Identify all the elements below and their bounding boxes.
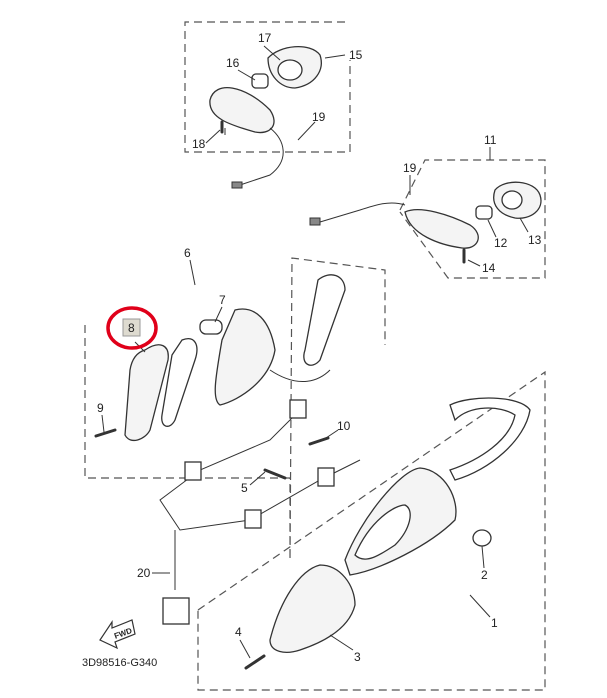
label-18: 18 bbox=[192, 137, 206, 151]
turn-signal-assembly-11 bbox=[309, 181, 542, 249]
label-19-top: 19 bbox=[312, 110, 326, 124]
connector bbox=[244, 509, 262, 529]
gasket-1 bbox=[354, 504, 411, 560]
label-3: 3 bbox=[354, 650, 361, 664]
lens-part-3 bbox=[269, 564, 356, 653]
label-11: 11 bbox=[484, 133, 497, 147]
lens-frame bbox=[449, 397, 531, 481]
highlight-circle bbox=[106, 306, 158, 350]
label-16: 16 bbox=[226, 56, 240, 70]
housing bbox=[214, 308, 276, 406]
group-box-6 bbox=[84, 257, 386, 561]
connector bbox=[289, 399, 307, 419]
leader-lines bbox=[101, 45, 529, 659]
label-9: 9 bbox=[97, 401, 104, 415]
label-19-right: 19 bbox=[403, 161, 417, 175]
screws bbox=[94, 120, 466, 670]
label-12: 12 bbox=[494, 236, 508, 250]
label-1: 1 bbox=[491, 616, 498, 630]
screw-9 bbox=[94, 428, 117, 438]
lens-part-8 bbox=[124, 344, 169, 442]
screw-5 bbox=[263, 468, 287, 480]
label-7: 7 bbox=[219, 293, 226, 307]
screw-10 bbox=[308, 436, 330, 446]
label-14: 14 bbox=[482, 261, 496, 275]
wiring-harness-20 bbox=[159, 369, 361, 590]
bulb-7 bbox=[199, 319, 223, 335]
label-13: 13 bbox=[528, 233, 542, 247]
label-20: 20 bbox=[137, 566, 151, 580]
group-box-1 bbox=[197, 370, 546, 691]
label-15: 15 bbox=[349, 48, 363, 62]
label-8: 8 bbox=[128, 321, 135, 335]
connector bbox=[317, 467, 335, 487]
label-17: 17 bbox=[258, 31, 272, 45]
diagram-code: 3D98516-G340 bbox=[82, 657, 157, 669]
gasket bbox=[161, 338, 198, 427]
part-8-label-box bbox=[122, 318, 141, 337]
group-box-11 bbox=[399, 159, 546, 279]
gasket-outer bbox=[303, 274, 346, 366]
label-10: 10 bbox=[337, 419, 351, 433]
connector-block bbox=[162, 597, 190, 625]
label-2: 2 bbox=[481, 568, 488, 582]
screw-4 bbox=[244, 654, 266, 670]
turn-signal-assembly-15 bbox=[209, 45, 322, 189]
fwd-arrow-icon: FWD bbox=[99, 619, 136, 650]
group-box-15 bbox=[184, 21, 351, 153]
label-4: 4 bbox=[235, 625, 242, 639]
label-5: 5 bbox=[241, 481, 248, 495]
bulb-2 bbox=[472, 529, 492, 547]
label-6: 6 bbox=[184, 246, 191, 260]
connector bbox=[184, 461, 202, 481]
